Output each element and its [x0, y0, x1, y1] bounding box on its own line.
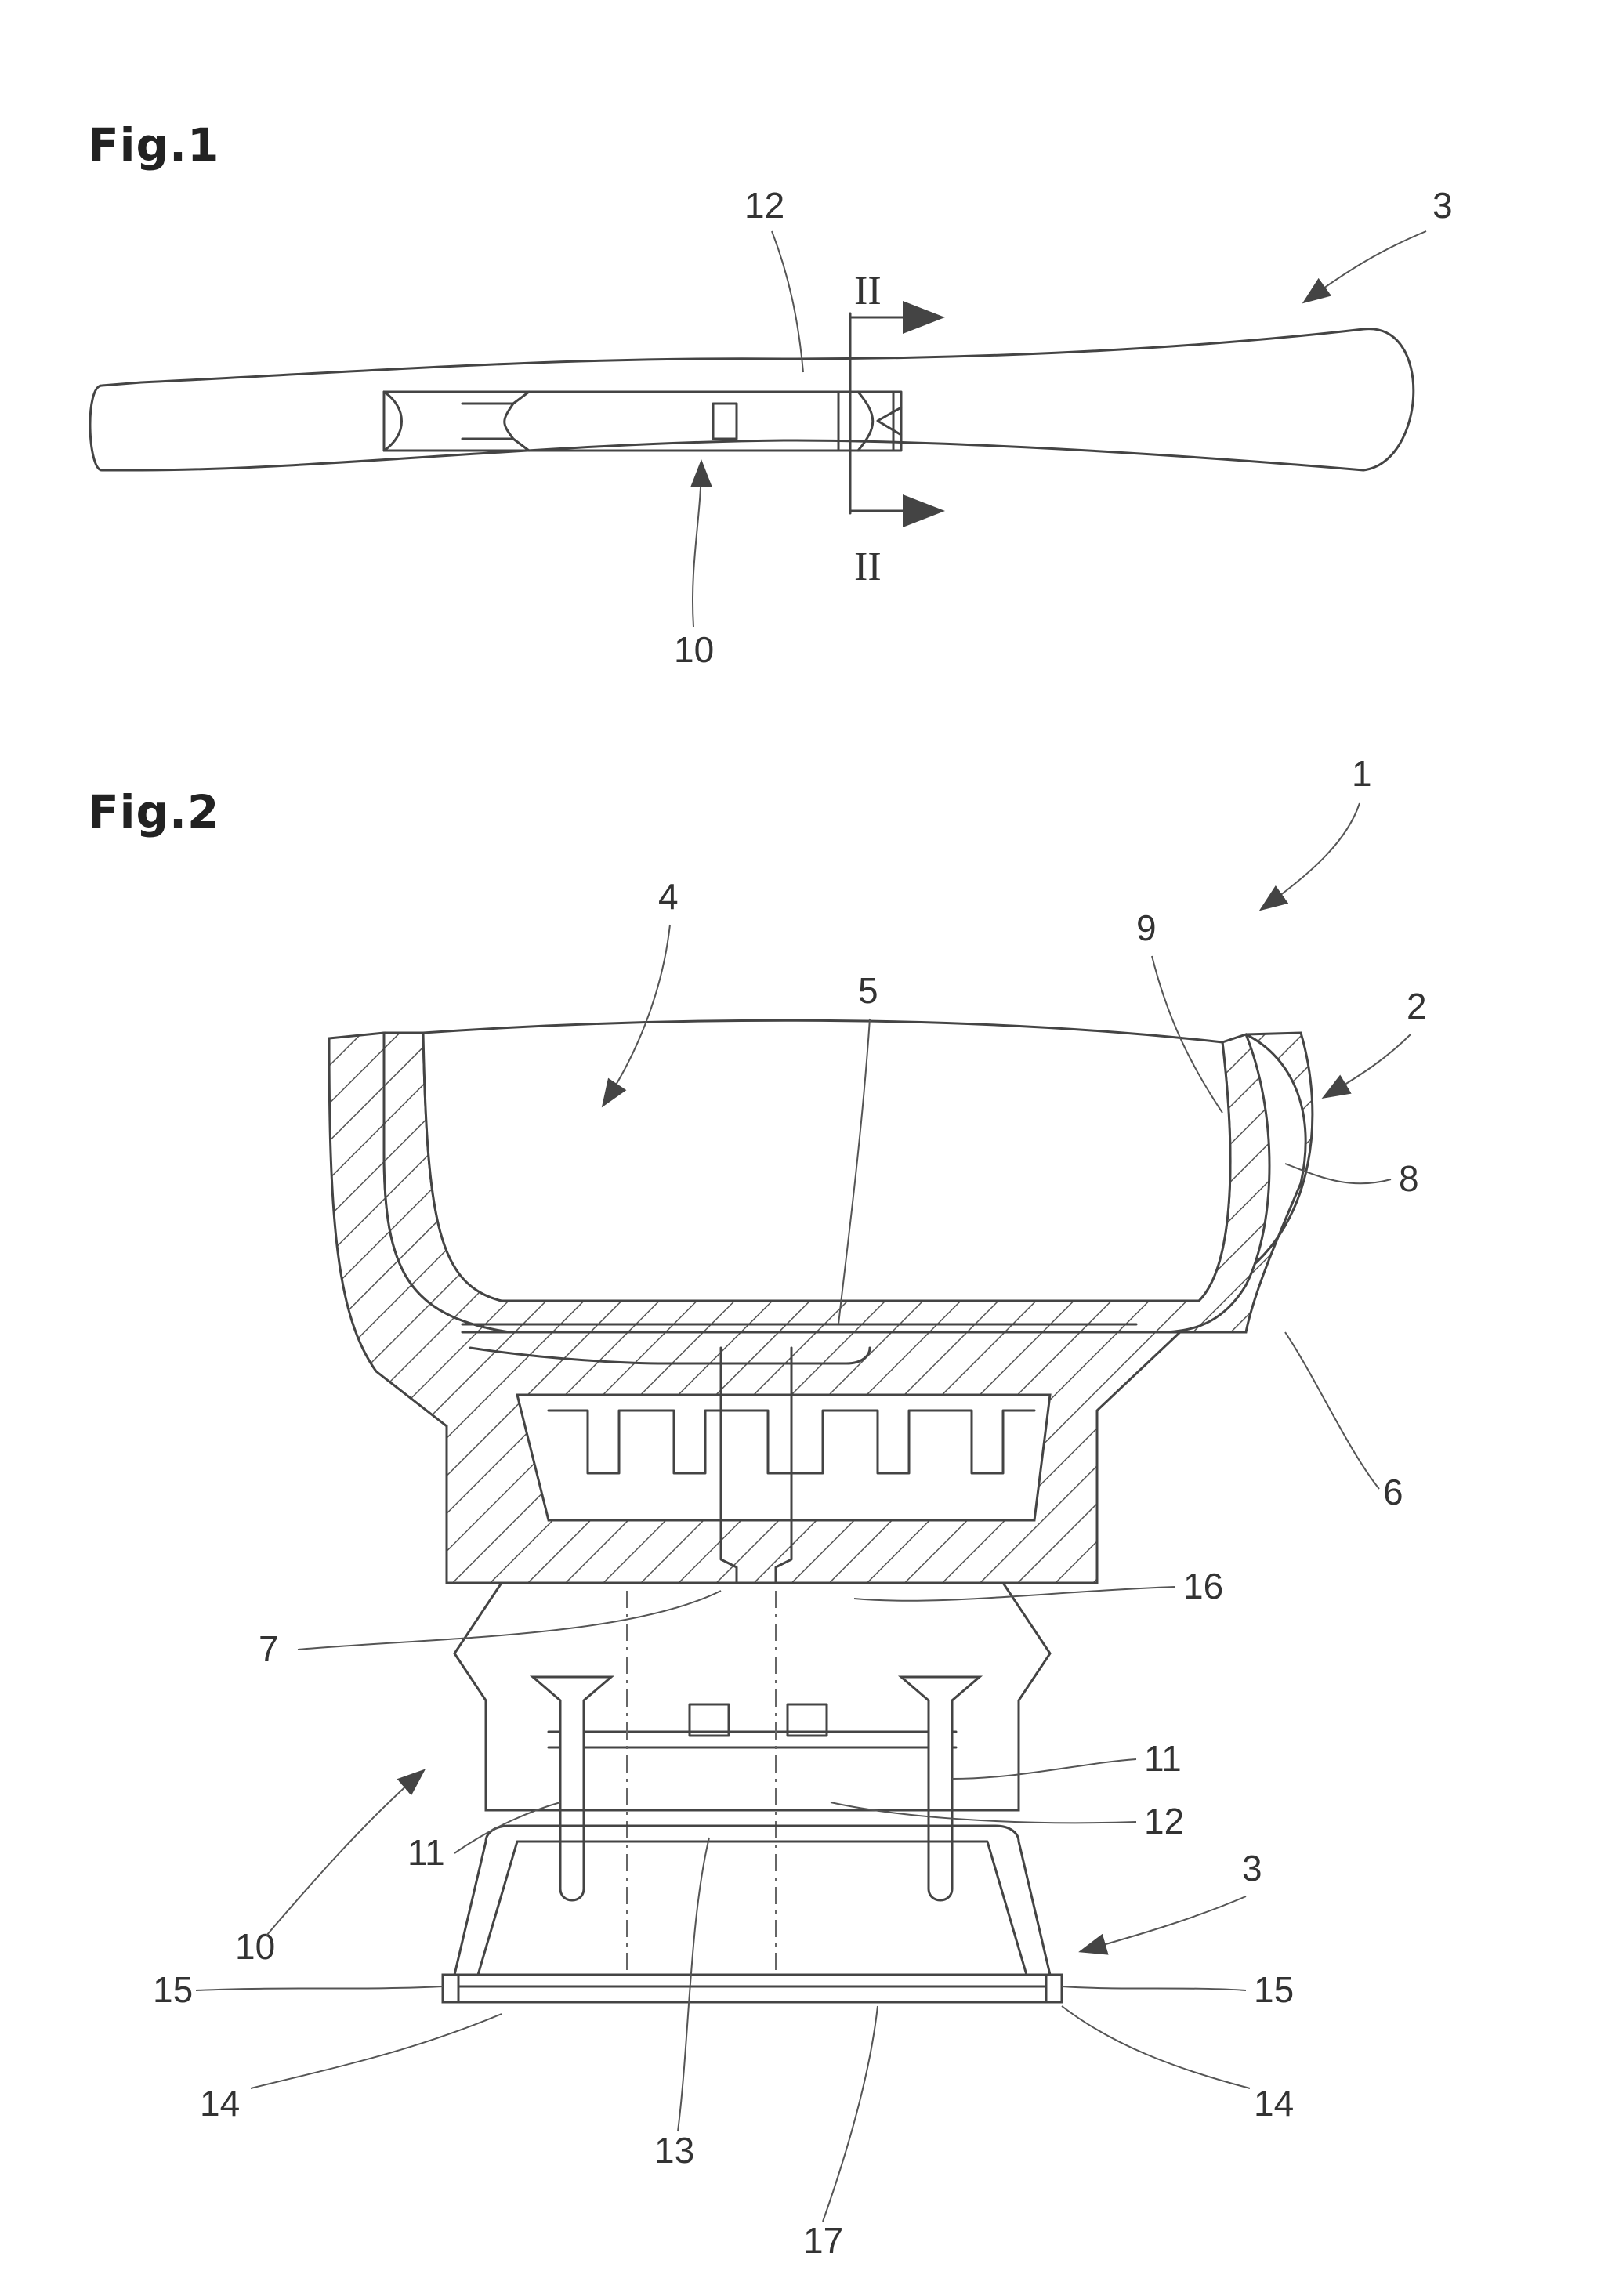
figure-1-title: Fig.1: [88, 118, 219, 172]
ref-7: 7: [259, 1628, 279, 1669]
ref-2: 2: [1407, 986, 1427, 1027]
ski-top-view: [90, 329, 1414, 470]
ref-3-fig1: 3: [1432, 185, 1453, 226]
figure-2-title: Fig.2: [88, 785, 219, 838]
ref-1: 1: [1352, 753, 1372, 794]
ref-4: 4: [658, 876, 679, 917]
ref-8: 8: [1399, 1158, 1419, 1199]
ref-17: 17: [803, 2220, 843, 2261]
ref-11-left: 11: [407, 1832, 445, 1873]
ref-15-left: 15: [153, 1969, 193, 2010]
ref-13: 13: [654, 2130, 694, 2171]
ski-topsheet: [454, 1826, 1050, 1975]
ref-6: 6: [1383, 1472, 1403, 1512]
ref-14-right: 14: [1254, 2083, 1294, 2124]
ski-cross-section: [443, 1975, 1062, 2002]
foot-cavity: [423, 1020, 1230, 1301]
ref-14-left: 14: [200, 2083, 240, 2124]
ref-15-right: 15: [1254, 1969, 1294, 2010]
ref-11-right: 11: [1144, 1738, 1182, 1779]
ref-16: 16: [1183, 1566, 1223, 1606]
ref-9: 9: [1136, 907, 1157, 948]
binding-body: [454, 1583, 1050, 1810]
section-label-bottom: II: [854, 545, 882, 589]
figure-2: Fig.2: [88, 753, 1427, 2261]
figure-1: Fig.1 II II 3 12 10: [88, 118, 1453, 670]
ref-12-fig2: 12: [1144, 1801, 1184, 1842]
section-label-top: II: [854, 269, 882, 313]
ref-5: 5: [858, 970, 878, 1011]
section-line-II: II II: [850, 269, 940, 589]
ref-10-fig1: 10: [674, 629, 714, 670]
ref-3-fig2: 3: [1242, 1848, 1262, 1889]
sole-ribbed-cavity: [517, 1395, 1050, 1520]
ref-12-fig1: 12: [744, 185, 784, 226]
